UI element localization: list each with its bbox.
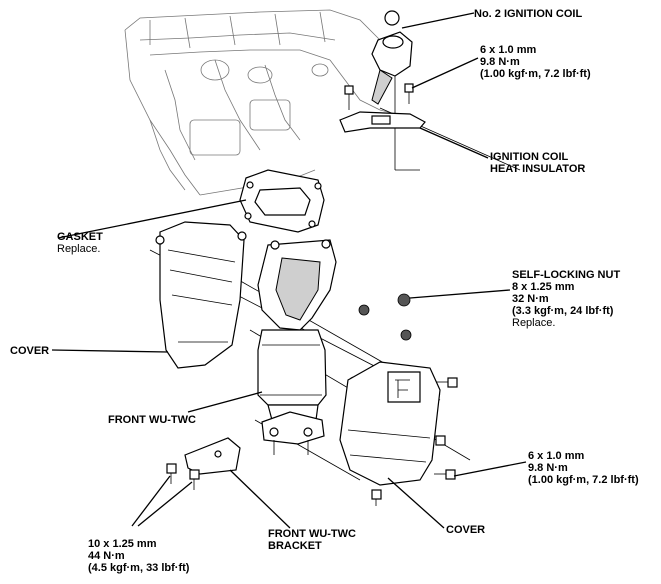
label-front-wu-twc: FRONT WU-TWC — [108, 414, 196, 426]
label-cover-left: COVER — [10, 345, 50, 357]
gasket — [239, 169, 325, 233]
label-self-locking-nut: SELF-LOCKING NUT 8 x 1.25 mm 32 N·m (3.3… — [512, 269, 621, 329]
label-cover-bottom: COVER — [446, 524, 486, 536]
ignition-coil — [371, 10, 413, 105]
label-heat-insulator: IGNITION COIL HEAT INSULATOR — [490, 151, 586, 175]
converter-flange — [261, 411, 325, 455]
label-ignition-coil: No. 2 IGNITION COIL — [474, 8, 583, 20]
engine-cylinder-head — [124, 9, 401, 196]
front-wu-twc-bracket — [184, 437, 241, 475]
bracket-bolts — [166, 463, 200, 490]
right-heat-cover — [339, 361, 441, 486]
heat-insulator — [339, 111, 426, 133]
front-wu-twc — [257, 239, 337, 421]
label-coil-bolt-spec: 6 x 1.0 mm 9.8 N·m (1.00 kgf·m, 7.2 lbf·… — [480, 44, 591, 80]
left-heat-cover — [155, 221, 247, 369]
label-bracket: FRONT WU-TWC BRACKET — [268, 528, 356, 552]
label-gasket: GASKET Replace. — [57, 231, 103, 255]
label-cover-bolt-spec: 6 x 1.0 mm 9.8 N·m (1.00 kgf·m, 7.2 lbf·… — [528, 450, 639, 486]
cover-bolts — [371, 377, 458, 506]
label-bracket-bolt-spec: 10 x 1.25 mm 44 N·m (4.5 kgf·m, 33 lbf·f… — [88, 538, 190, 574]
leader-lines — [51, 12, 527, 529]
